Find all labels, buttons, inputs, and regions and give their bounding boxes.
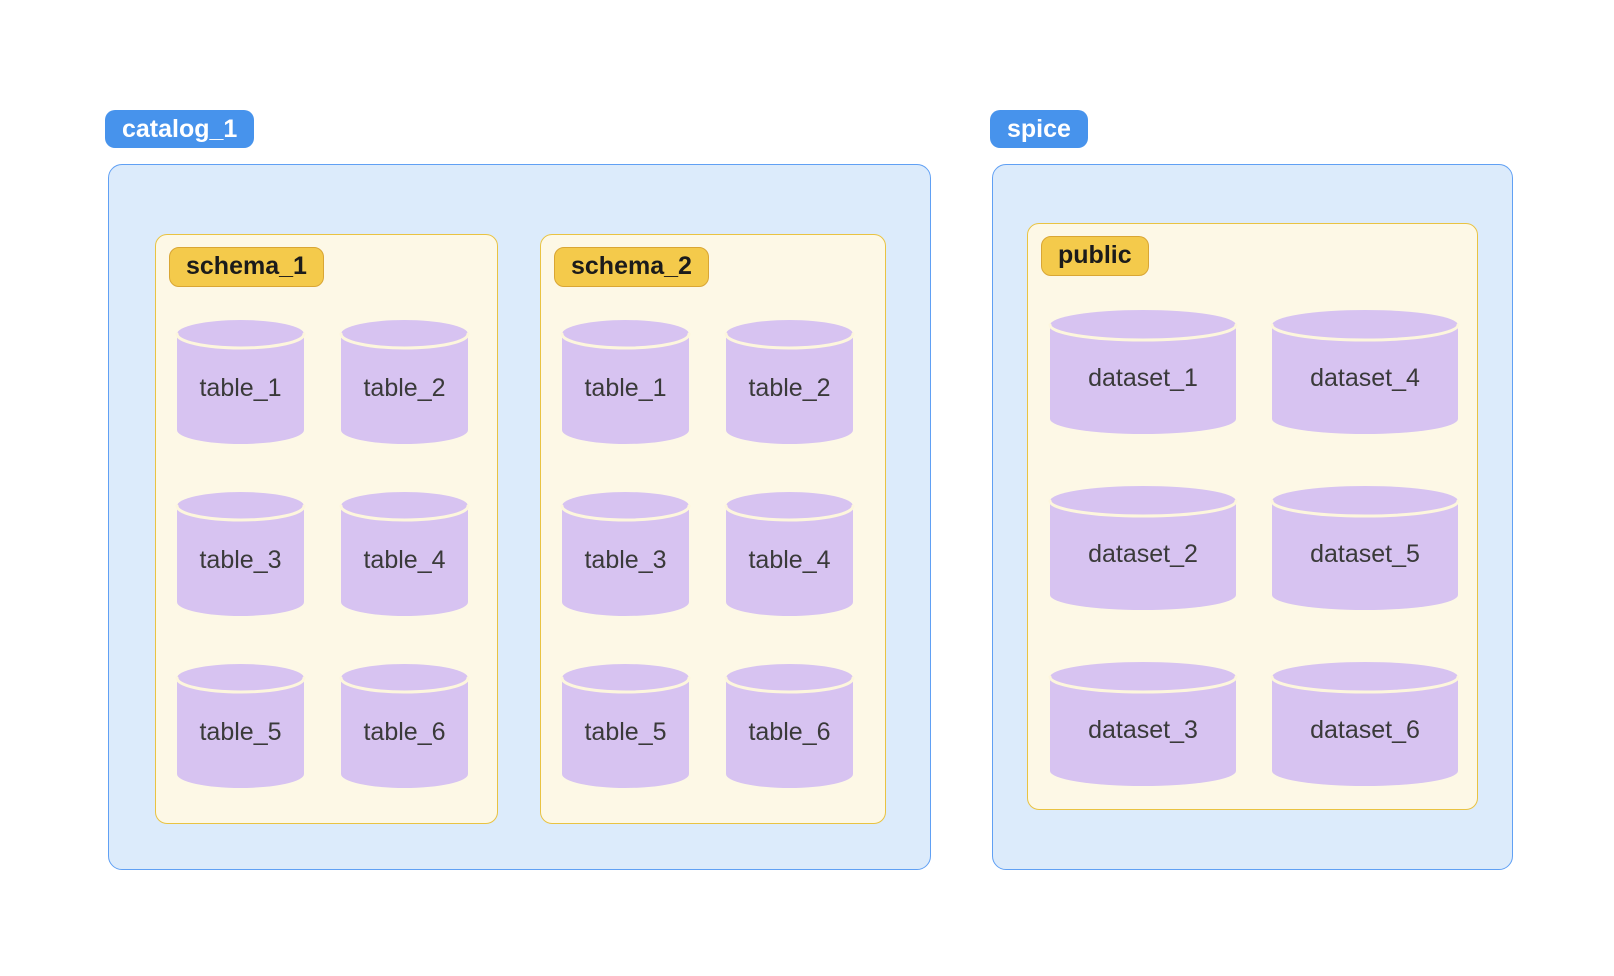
- database-cylinder-icon: [175, 492, 306, 616]
- public-badge: public: [1041, 236, 1149, 276]
- public-container: public dataset_1 dataset_2: [1027, 223, 1478, 810]
- dataset-cylinder: dataset_2: [1048, 486, 1238, 610]
- table-cylinder: table_1: [175, 320, 306, 444]
- schema-1-table-grid: table_1 table_2 table_3: [175, 320, 470, 788]
- table-cylinder: table_4: [339, 492, 470, 616]
- table-cylinder: table_6: [724, 664, 855, 788]
- spice-badge: spice: [990, 110, 1088, 148]
- table-cylinder: table_1: [560, 320, 691, 444]
- table-cylinder: table_5: [560, 664, 691, 788]
- table-cylinder: table_3: [175, 492, 306, 616]
- table-label: table_2: [748, 374, 831, 402]
- database-cylinder-icon: [724, 664, 855, 788]
- database-cylinder-icon: [175, 664, 306, 788]
- catalog-1-container: schema_1 table_1 table_2: [108, 164, 931, 870]
- dataset-label: dataset_4: [1310, 364, 1420, 392]
- database-cylinder-icon: [1270, 662, 1460, 786]
- database-cylinder-icon: [1048, 310, 1238, 434]
- database-cylinder-icon: [1270, 310, 1460, 434]
- schema-1-container: schema_1 table_1 table_2: [155, 234, 498, 824]
- table-label: table_5: [584, 718, 667, 746]
- database-cylinder-icon: [1048, 662, 1238, 786]
- dataset-label: dataset_3: [1088, 716, 1198, 744]
- dataset-label: dataset_6: [1310, 716, 1420, 744]
- dataset-label: dataset_5: [1310, 540, 1420, 568]
- dataset-cylinder: dataset_4: [1270, 310, 1460, 434]
- database-cylinder-icon: [1270, 486, 1460, 610]
- table-label: table_4: [363, 546, 446, 574]
- table-label: table_4: [748, 546, 831, 574]
- table-cylinder: table_3: [560, 492, 691, 616]
- database-cylinder-icon: [175, 320, 306, 444]
- database-cylinder-icon: [560, 320, 691, 444]
- table-cylinder: table_2: [339, 320, 470, 444]
- database-cylinder-icon: [560, 664, 691, 788]
- table-label: table_3: [584, 546, 667, 574]
- database-cylinder-icon: [724, 492, 855, 616]
- table-label: table_3: [199, 546, 282, 574]
- database-cylinder-icon: [339, 492, 470, 616]
- table-cylinder: table_2: [724, 320, 855, 444]
- table-label: table_6: [363, 718, 446, 746]
- schema-2-container: schema_2 table_1 table_2: [540, 234, 886, 824]
- table-label: table_2: [363, 374, 446, 402]
- dataset-cylinder: dataset_3: [1048, 662, 1238, 786]
- table-label: table_5: [199, 718, 282, 746]
- table-cylinder: table_6: [339, 664, 470, 788]
- dataset-label: dataset_1: [1088, 364, 1198, 392]
- table-label: table_1: [584, 374, 667, 402]
- dataset-cylinder: dataset_5: [1270, 486, 1460, 610]
- database-cylinder-icon: [560, 492, 691, 616]
- schema-1-badge: schema_1: [169, 247, 324, 287]
- spice-container: public dataset_1 dataset_2: [992, 164, 1513, 870]
- database-cylinder-icon: [339, 320, 470, 444]
- database-cylinder-icon: [724, 320, 855, 444]
- catalog-1-badge: catalog_1: [105, 110, 255, 148]
- dataset-label: dataset_2: [1088, 540, 1198, 568]
- table-cylinder: table_5: [175, 664, 306, 788]
- table-cylinder: table_4: [724, 492, 855, 616]
- dataset-cylinder: dataset_1: [1048, 310, 1238, 434]
- table-label: table_6: [748, 718, 831, 746]
- public-dataset-grid: dataset_1 dataset_2 dataset_3: [1048, 310, 1460, 786]
- dataset-cylinder: dataset_6: [1270, 662, 1460, 786]
- schema-2-badge: schema_2: [554, 247, 709, 287]
- table-label: table_1: [199, 374, 282, 402]
- database-cylinder-icon: [339, 664, 470, 788]
- database-cylinder-icon: [1048, 486, 1238, 610]
- schema-2-table-grid: table_1 table_2 table_3: [560, 320, 855, 788]
